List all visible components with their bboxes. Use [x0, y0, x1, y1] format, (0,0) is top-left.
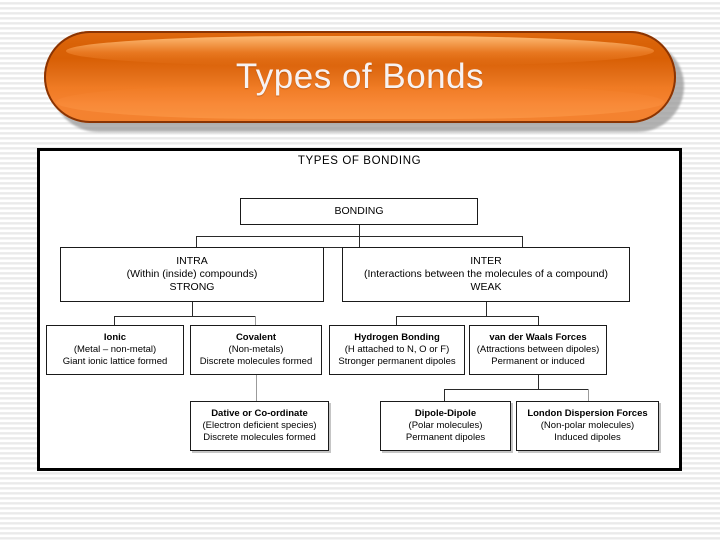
node-bonding[interactable]: BONDING: [240, 198, 478, 225]
node-intra-strength: STRONG: [169, 281, 215, 294]
node-ionic-heading: Ionic: [103, 332, 127, 344]
node-covalent[interactable]: Covalent (Non-metals) Discrete molecules…: [190, 325, 322, 375]
node-vdw-heading: van der Waals Forces: [489, 332, 587, 344]
edge-intra-bar: [114, 316, 255, 317]
slide-title-banner: Types of Bonds: [44, 31, 684, 132]
node-hydrogen-detail: (H attached to N, O or F): [344, 344, 450, 356]
node-london-dispersion[interactable]: London Dispersion Forces (Non-polar mole…: [516, 401, 659, 451]
node-covalent-heading: Covalent: [235, 332, 277, 344]
bonding-diagram: TYPES OF BONDING BONDING INTRA: [37, 148, 682, 471]
edge-vdw-to-london: [588, 389, 589, 401]
edge-vdw-to-dipole: [444, 389, 445, 401]
edge-inter-to-vdw: [538, 316, 539, 325]
node-dative[interactable]: Dative or Co-ordinate (Electron deficien…: [190, 401, 329, 451]
node-vdw-note: Permanent or induced: [491, 355, 585, 367]
node-intra[interactable]: INTRA (Within (inside) compounds) STRONG: [60, 247, 324, 302]
edge-bonding-bar-top: [196, 236, 523, 237]
edge-bonding-to-intra: [196, 236, 197, 247]
edge-inter-to-hydrogen: [396, 316, 397, 325]
diagram-title: TYPES OF BONDING: [297, 155, 422, 167]
node-intra-heading: INTRA: [176, 254, 208, 267]
node-ionic-note: Giant ionic lattice formed: [62, 355, 168, 367]
edge-inter-bar: [396, 316, 538, 317]
node-van-der-waals[interactable]: van der Waals Forces (Attractions betwee…: [469, 325, 607, 375]
page-title: Types of Bonds: [235, 57, 485, 96]
edge-intra-to-ionic: [114, 316, 115, 325]
node-hydrogen-note: Stronger permanent dipoles: [338, 355, 456, 367]
node-inter-strength: WEAK: [470, 281, 502, 294]
node-dative-heading: Dative or Co-ordinate: [211, 408, 308, 420]
edge-vdw-stem: [538, 375, 539, 389]
node-dipole-note: Permanent dipoles: [405, 431, 486, 443]
edge-intra-stem: [192, 302, 193, 316]
edge-intra-to-covalent: [255, 316, 256, 325]
node-hydrogen-bonding[interactable]: Hydrogen Bonding (H attached to N, O or …: [329, 325, 465, 375]
node-london-note: Induced dipoles: [554, 431, 621, 443]
node-ionic-detail: (Metal – non-metal): [73, 344, 157, 356]
edge-bonding-to-inter: [522, 236, 523, 247]
node-dipole-detail: (Polar molecules): [408, 420, 483, 432]
node-inter[interactable]: INTER (Interactions between the molecule…: [342, 247, 630, 302]
node-dipole-dipole[interactable]: Dipole-Dipole (Polar molecules) Permanen…: [380, 401, 511, 451]
edge-inter-stem: [486, 302, 487, 316]
edge-vdw-bar: [444, 389, 588, 390]
node-bonding-heading: BONDING: [334, 204, 384, 217]
node-london-detail: (Non-polar molecules): [540, 420, 635, 432]
edge-covalent-to-dative: [256, 375, 257, 401]
node-dative-detail: (Electron deficient species): [202, 420, 317, 432]
node-covalent-detail: (Non-metals): [228, 344, 284, 356]
node-hydrogen-heading: Hydrogen Bonding: [354, 332, 440, 344]
node-intra-detail: (Within (inside) compounds): [126, 267, 258, 280]
node-vdw-detail: (Attractions between dipoles): [476, 344, 600, 356]
node-inter-heading: INTER: [470, 254, 502, 267]
node-dative-note: Discrete molecules formed: [203, 431, 316, 443]
node-covalent-note: Discrete molecules formed: [199, 355, 313, 367]
node-london-heading: London Dispersion Forces: [527, 408, 648, 420]
node-ionic[interactable]: Ionic (Metal – non-metal) Giant ionic la…: [46, 325, 184, 375]
node-dipole-heading: Dipole-Dipole: [414, 408, 477, 420]
node-inter-detail: (Interactions between the molecules of a…: [364, 267, 608, 280]
